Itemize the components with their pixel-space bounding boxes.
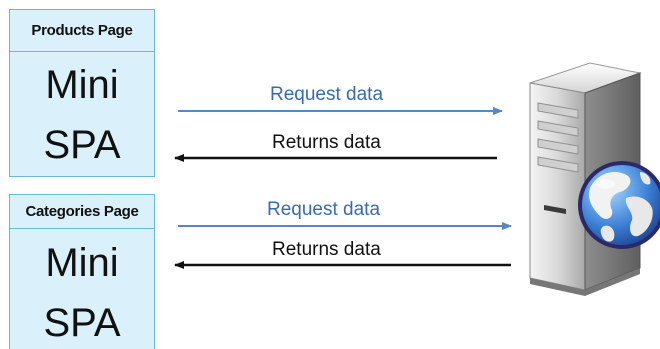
categories-page-header: Categories Page: [10, 195, 154, 229]
mini-spa-line2: SPA: [43, 300, 121, 345]
mini-spa-line1: Mini: [45, 63, 119, 107]
response-label-2: Returns data: [272, 239, 381, 260]
products-mini-spa: Mini SPA: [10, 52, 154, 178]
globe-icon: [578, 161, 660, 249]
categories-page-box: Categories Page Mini SPA: [9, 194, 155, 349]
mini-spa-line2: SPA: [43, 123, 121, 167]
request-label-1: Request data: [270, 84, 384, 105]
products-page-box: Products Page Mini SPA: [9, 9, 155, 177]
products-page-header: Products Page: [10, 10, 154, 52]
request-label-2: Request data: [267, 199, 381, 220]
categories-mini-spa: Mini SPA: [10, 229, 154, 349]
mini-spa-line1: Mini: [45, 240, 119, 285]
response-label-1: Returns data: [272, 132, 381, 153]
